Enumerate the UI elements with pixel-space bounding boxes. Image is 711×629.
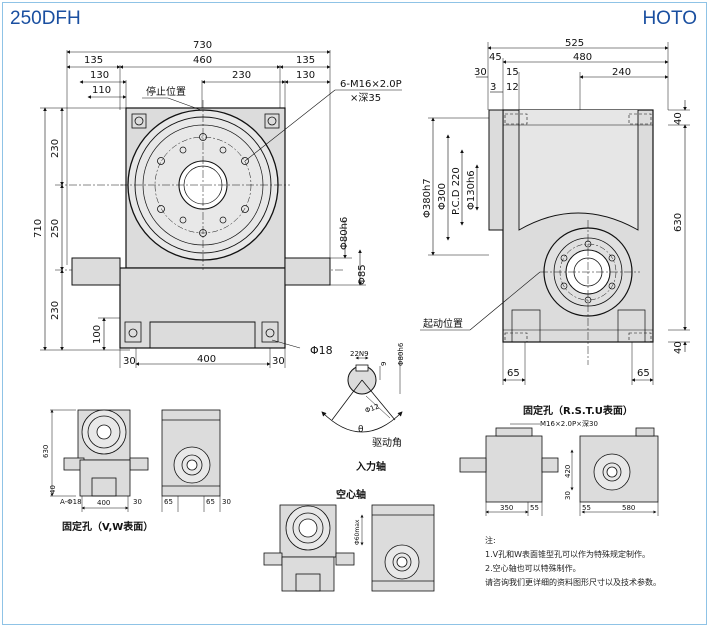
- notes-title: 注:: [485, 536, 496, 545]
- side-dim-3: 3: [490, 82, 496, 93]
- keyway-chord: Φ12: [364, 402, 380, 414]
- vw-dim-30: 30: [133, 498, 142, 506]
- dim-135-right: 135: [296, 55, 315, 66]
- note-line-2: 2.空心轴也可以特殊制作。: [485, 564, 581, 573]
- hollow-front-small: [263, 504, 355, 592]
- dim-100: 100: [92, 325, 103, 344]
- keyway-width: 22N9: [350, 350, 369, 358]
- vw-dim-65-a: 65: [164, 498, 173, 506]
- keyway-detail: [321, 352, 403, 433]
- hollow-dim: Φ60max: [354, 519, 361, 545]
- dim-shaft-80h6: Φ80h6: [339, 217, 350, 250]
- keyway-depth: 9: [380, 362, 388, 366]
- side-dim-15: 15: [506, 67, 519, 78]
- rstu-dim-420: 420: [564, 465, 572, 478]
- side-view: [420, 42, 690, 385]
- front-view: [40, 50, 402, 368]
- dim-30-left: 30: [123, 356, 136, 367]
- side-dim-12: 12: [506, 82, 519, 93]
- dim-710: 710: [33, 219, 44, 238]
- rstu-thread: M16×2.0P×深30: [540, 419, 598, 428]
- rstu-front-small: [459, 423, 559, 516]
- vw-front-small: [50, 409, 149, 512]
- dim-230-bottom: 230: [50, 301, 61, 320]
- thread-note-2: ×深35: [350, 92, 381, 104]
- dim-250: 250: [50, 219, 61, 238]
- vw-hole: A-Φ18: [60, 498, 82, 506]
- note-line-3: 请咨询我们更详细的资料图形尺寸以及技术参数。: [485, 578, 661, 587]
- side-dim-300: Φ300: [437, 183, 448, 210]
- dim-130-left: 130: [90, 70, 109, 81]
- side-dim-65-right: 65: [637, 368, 650, 379]
- start-position-label: 起动位置: [423, 317, 463, 330]
- vw-dim-400: 400: [97, 499, 110, 507]
- vw-caption: 固定孔（V,W表面）: [62, 520, 153, 533]
- rstu-caption: 固定孔（R.S.T.U表面）: [523, 404, 633, 417]
- drive-angle-symbol: θ: [358, 425, 364, 435]
- dim-460: 460: [193, 55, 212, 66]
- note-line-1: 1.V孔和W表面锥型孔可以作为特殊规定制作。: [485, 550, 651, 559]
- brand-title: HOTO: [642, 8, 697, 29]
- side-dim-45: 45: [489, 52, 502, 63]
- stop-position-label: 停止位置: [146, 85, 186, 98]
- keyway-shaft: Φ80h6: [397, 342, 405, 366]
- model-title: 250DFH: [10, 8, 81, 29]
- thread-note-1: 6-M16×2.0P: [340, 79, 402, 90]
- dim-230: 230: [232, 70, 251, 81]
- dim-135-left: 135: [84, 55, 103, 66]
- dim-130-right: 130: [296, 70, 315, 81]
- rstu-side-small: [570, 427, 659, 516]
- drive-angle-label: 驱动角: [372, 437, 402, 449]
- side-dim-40-bottom: 40: [673, 341, 684, 354]
- notes-block: 注: 1.V孔和W表面锥型孔可以作为特殊规定制作。 2.空心轴也可以特殊制作。 …: [485, 534, 661, 590]
- side-dim-480: 480: [573, 52, 592, 63]
- dim-230-top: 230: [50, 139, 61, 158]
- side-dim-130h6: Φ130h6: [466, 170, 477, 210]
- rstu-dim-55-b: 55: [582, 504, 591, 512]
- dim-110: 110: [92, 85, 111, 96]
- dim-30-right: 30: [272, 356, 285, 367]
- rstu-dim-350: 350: [500, 504, 513, 512]
- hollow-shaft-caption: 空心轴: [336, 488, 366, 501]
- side-dim-240: 240: [612, 67, 631, 78]
- vw-dim-65-b: 65: [206, 498, 215, 506]
- vw-side-small: [161, 409, 221, 512]
- rstu-dim-30: 30: [564, 491, 572, 500]
- side-dim-630: 630: [673, 213, 684, 232]
- side-dim-65-left: 65: [507, 368, 520, 379]
- dim-shaft-85: Φ85: [357, 264, 368, 285]
- dim-730: 730: [193, 40, 212, 51]
- vw-dim-30-b: 30: [222, 498, 231, 506]
- hollow-side-small: [360, 504, 435, 592]
- dim-400: 400: [197, 354, 216, 365]
- rstu-dim-580: 580: [622, 504, 635, 512]
- input-shaft-caption: 入力轴: [356, 460, 386, 473]
- side-dim-pcd: P.C.D 220: [451, 167, 462, 215]
- vw-dim-40: 40: [49, 485, 57, 494]
- rstu-dim-55-a: 55: [530, 504, 539, 512]
- hole-18: Φ18: [310, 344, 333, 357]
- side-dim-380h7: Φ380h7: [422, 178, 433, 218]
- vw-dim-630: 630: [42, 445, 50, 458]
- side-dim-525: 525: [565, 38, 584, 49]
- side-dim-30: 30: [474, 67, 487, 78]
- side-dim-40-top: 40: [673, 112, 684, 125]
